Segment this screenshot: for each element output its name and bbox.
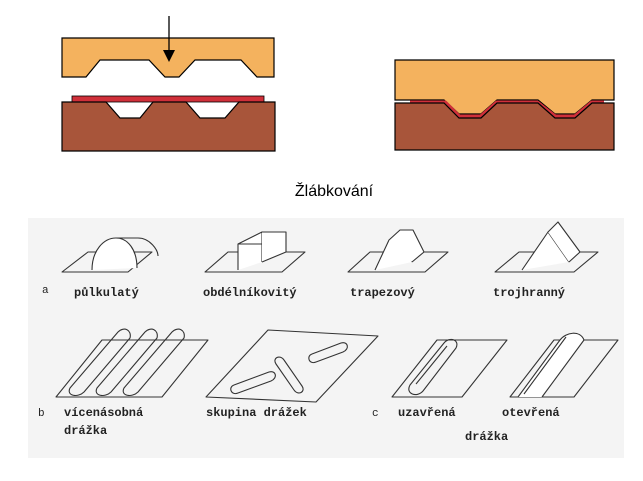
groove-group [205,329,379,403]
press-open [61,16,276,152]
sheet-metal-flat [71,95,265,103]
lower-die-closed [394,102,615,151]
label-halfround: půlkulatý [74,286,139,300]
groove-halfround [61,237,159,273]
label-open: otevřená [502,406,560,420]
label-triangular: trojhranný [493,286,565,300]
press-closed [394,59,615,151]
groove-closed [391,338,508,398]
label-multiple-line1: vícenásobná [64,406,143,420]
groove-trapezoidal [347,229,449,273]
label-trapezoidal: trapezový [350,286,415,300]
label-group: skupina drážek [206,406,307,420]
groove-rectangular [204,231,306,273]
groove-triangular [494,221,599,273]
groove-multiple [55,328,209,398]
row-letter-b: b [38,408,45,420]
label-groove-common: drážka [465,430,508,444]
lower-die-open [61,101,276,152]
upper-die-closed [394,59,615,115]
figure-caption: Žlábkování [295,181,374,200]
label-closed: uzavřená [398,406,456,420]
label-multiple-line2: drážka [64,424,107,438]
label-rectangular: obdélníkovitý [203,286,297,300]
row-letter-c: c [372,408,379,420]
row-letter-a: a [42,285,49,297]
press-arrow-head [163,50,175,62]
groove-open [509,332,619,398]
